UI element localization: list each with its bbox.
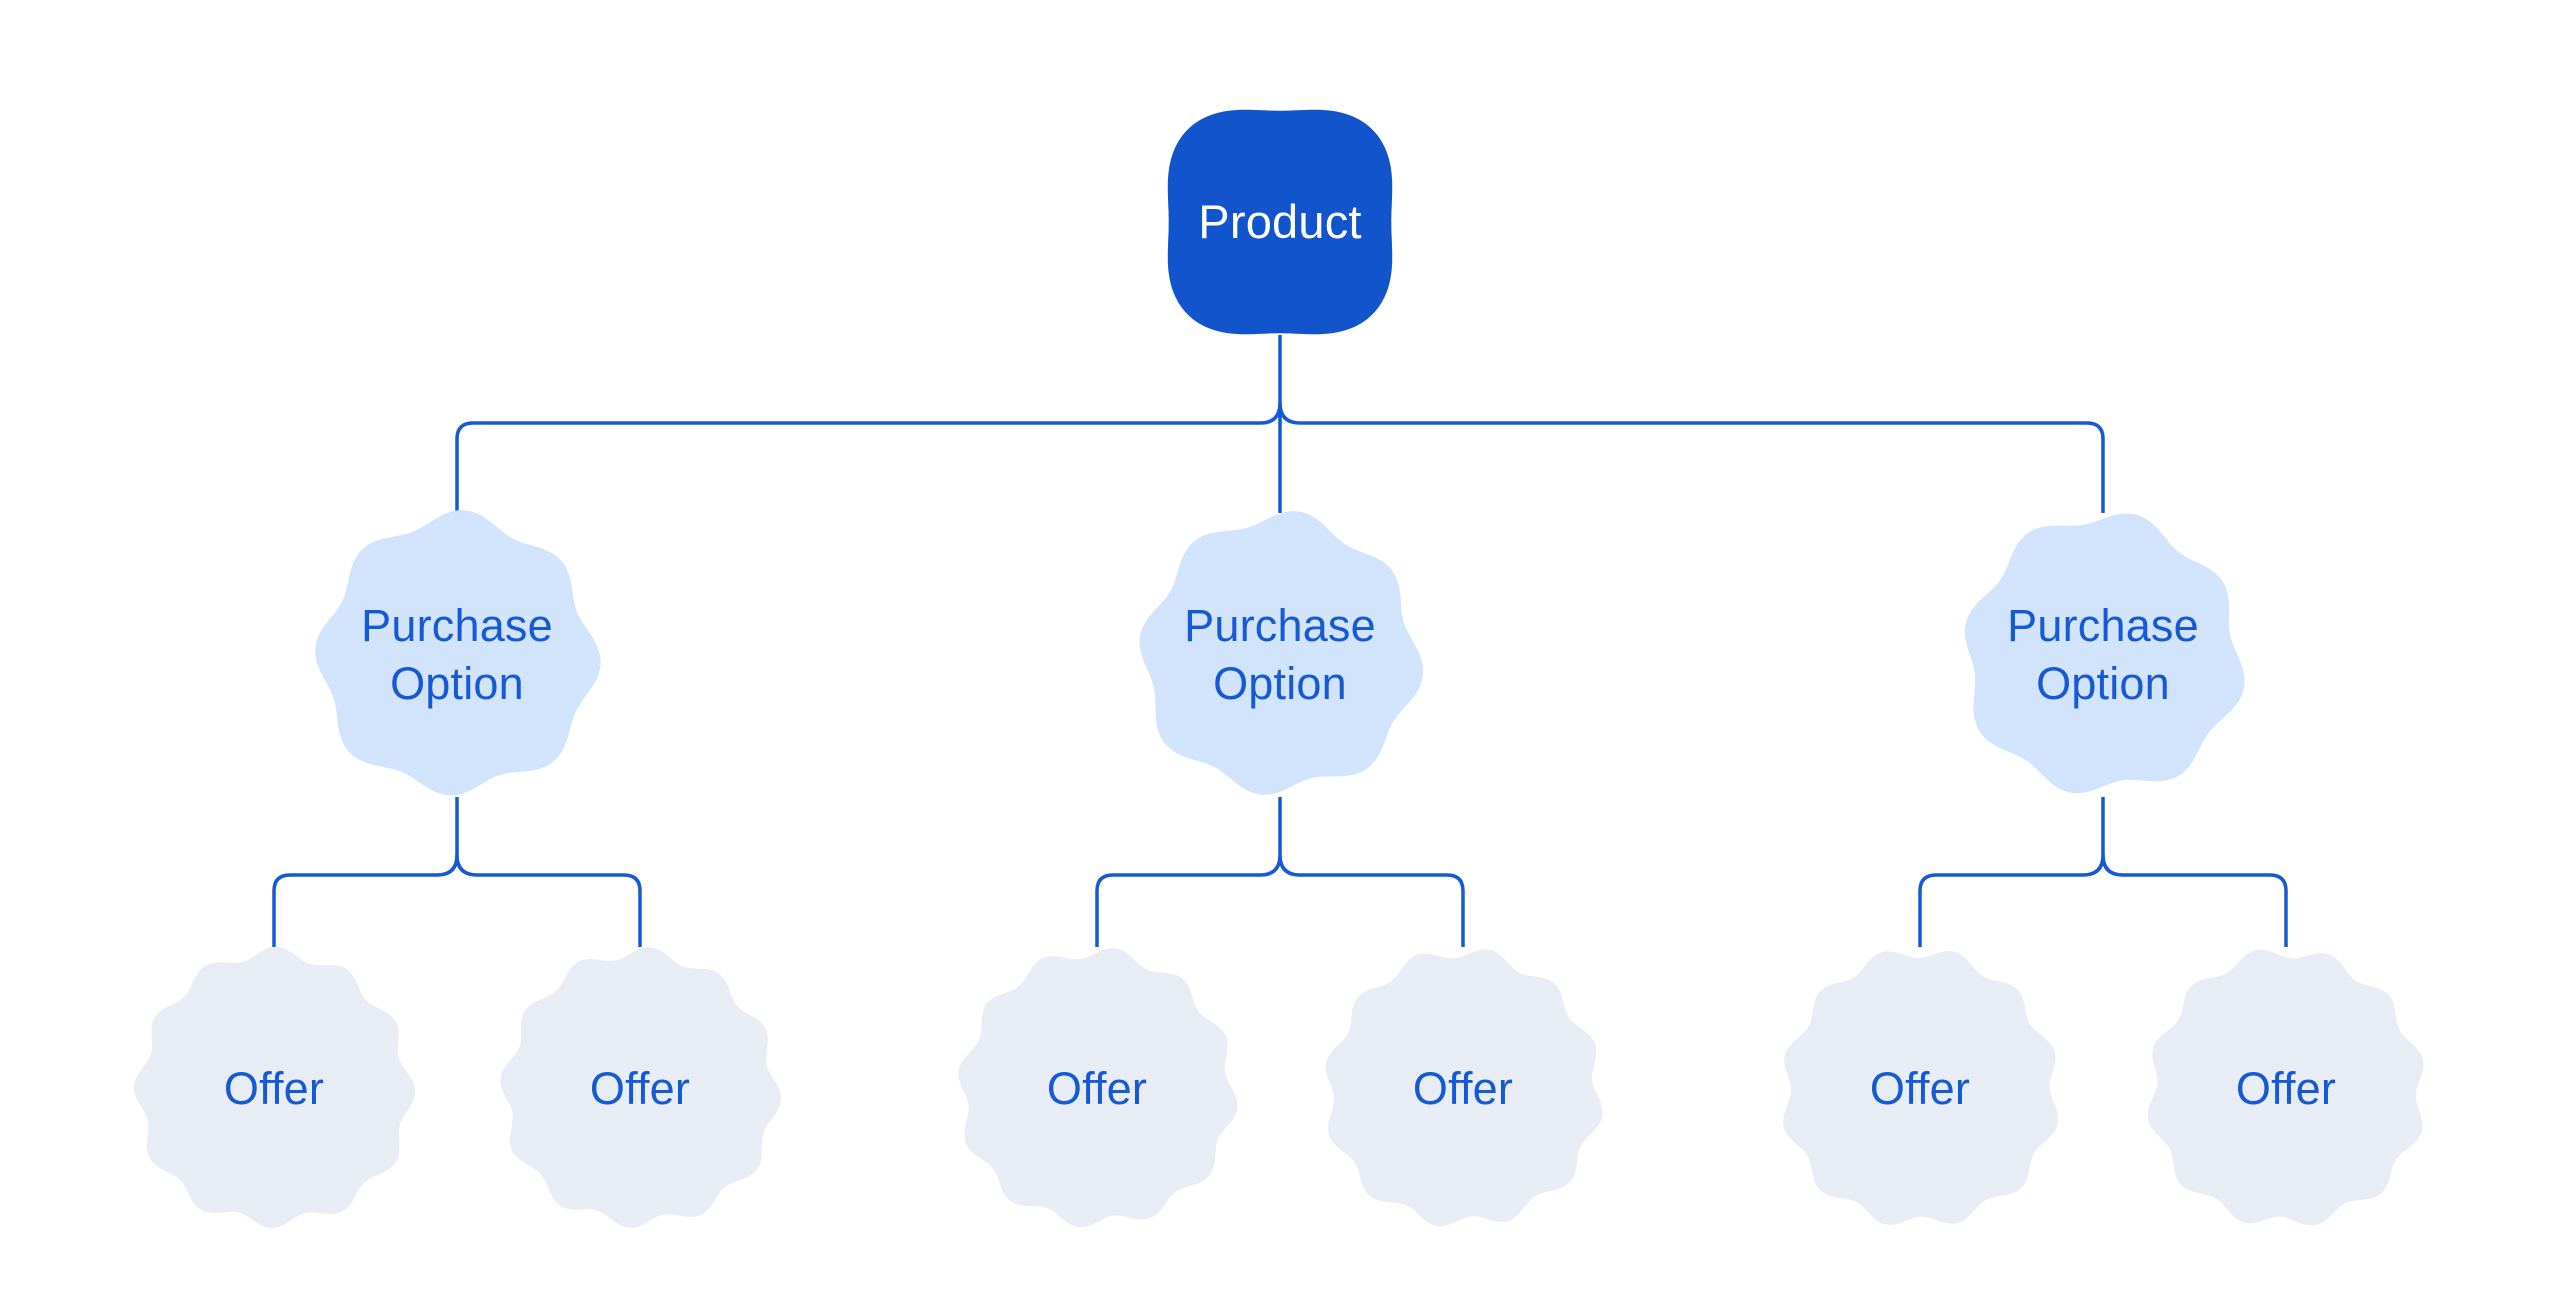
- product-label: Product: [1198, 194, 1362, 248]
- product-node: Product: [1130, 72, 1430, 372]
- purchase-option-blob-shape: [1964, 513, 2245, 794]
- offer-node-1: Offer: [124, 939, 424, 1239]
- purchase-option-node-2: Purchase Option: [1130, 505, 1430, 805]
- connector-option-3-to-offer-1: [1918, 854, 2105, 947]
- offer-node-4: Offer: [1313, 939, 1613, 1239]
- purchase-option-label: Purchase Option: [2007, 600, 2199, 709]
- offer-blob-shape: [500, 947, 781, 1228]
- offer-blob-shape: [1783, 951, 2059, 1225]
- offer-label: Offer: [589, 1063, 691, 1115]
- offer-label: Offer: [2235, 1063, 2337, 1115]
- purchase-option-blob-shape: [315, 510, 601, 796]
- offer-node-5: Offer: [1770, 939, 2070, 1239]
- offer-label: Offer: [1869, 1063, 1971, 1115]
- offer-label: Offer: [223, 1063, 325, 1115]
- connector-option-2-to-offer-1: [1095, 854, 1282, 947]
- offer-blob-shape: [958, 948, 1238, 1228]
- purchase-option-label: Purchase Option: [361, 600, 553, 709]
- offer-label: Offer: [1046, 1063, 1148, 1115]
- purchase-option-label: Purchase Option: [1184, 600, 1376, 709]
- connector-option-1-to-offer-2: [455, 854, 642, 947]
- connector-option-1-to-offer-1: [272, 854, 459, 947]
- offer-node-6: Offer: [2136, 939, 2436, 1239]
- connector-root-to-option-3: [1278, 402, 2105, 513]
- offer-node-2: Offer: [490, 939, 790, 1239]
- purchase-option-blob-shape: [1139, 511, 1424, 795]
- purchase-option-node-3: Purchase Option: [1953, 505, 2253, 805]
- offer-blob-shape: [2147, 949, 2424, 1226]
- connector-option-2-to-offer-2: [1278, 854, 1465, 947]
- purchase-option-node-1: Purchase Option: [307, 505, 607, 805]
- offer-label: Offer: [1412, 1063, 1514, 1115]
- offer-node-3: Offer: [947, 939, 1247, 1239]
- connector-option-3-to-offer-2: [2101, 854, 2288, 947]
- connector-root-to-option-1: [455, 402, 1282, 513]
- offer-blob-shape: [133, 946, 416, 1229]
- product-blob-shape: [1167, 109, 1393, 335]
- offer-blob-shape: [1325, 949, 1603, 1227]
